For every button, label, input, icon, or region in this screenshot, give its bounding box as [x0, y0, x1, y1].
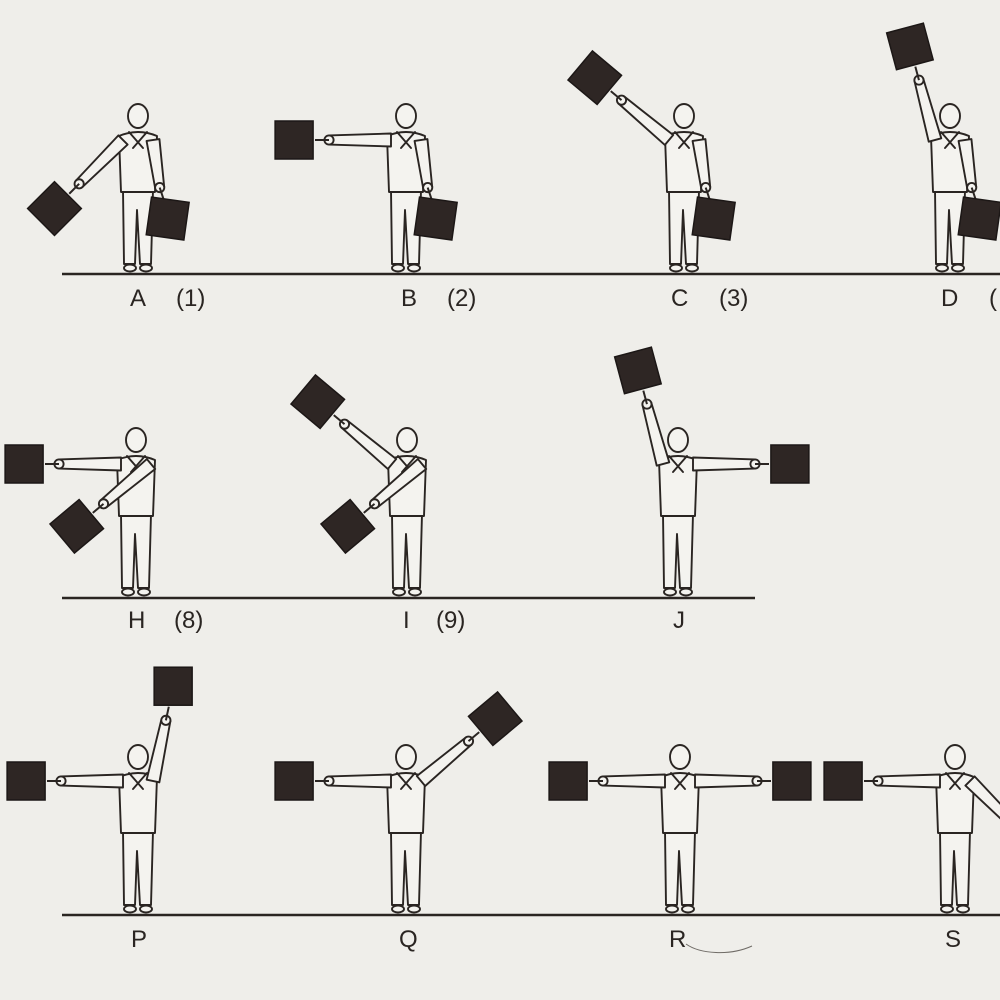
letter-label: P — [131, 926, 147, 953]
numeral-label: (1) — [176, 285, 205, 312]
flag-icon — [4, 444, 44, 484]
semaphore-figure-j — [613, 346, 810, 597]
semaphore-figure-p — [6, 666, 193, 914]
flag-icon — [274, 120, 314, 160]
numeral-label: (3) — [719, 285, 748, 312]
semaphore-figure-r — [548, 744, 812, 914]
flag-icon — [823, 761, 863, 801]
flag-icon — [467, 690, 524, 747]
semaphore-figure-i — [289, 373, 428, 597]
letter-label: A — [130, 285, 146, 312]
semaphore-figure-d — [885, 22, 1000, 273]
flag-icon — [274, 761, 314, 801]
pencil-mark — [685, 943, 753, 954]
letter-label: I — [403, 607, 410, 634]
letter-label: S — [945, 926, 961, 953]
flag-icon — [48, 498, 105, 555]
flag-icon — [770, 444, 810, 484]
flag-icon — [319, 498, 376, 555]
letter-label: D — [941, 285, 958, 312]
numeral-label: (2) — [447, 285, 476, 312]
letter-label: R — [669, 926, 686, 953]
flag-icon — [613, 346, 663, 395]
semaphore-figure-a — [26, 103, 190, 273]
numeral-label: (9) — [436, 607, 465, 634]
semaphore-figure-q — [274, 690, 524, 914]
semaphore-figure-s — [823, 744, 1000, 914]
numeral-label: ( — [989, 285, 997, 312]
flag-icon — [413, 196, 458, 241]
flag-icon — [885, 22, 935, 71]
letter-label: H — [128, 607, 145, 634]
letter-label: J — [673, 607, 685, 634]
flag-icon — [145, 196, 190, 241]
flag-icon — [26, 180, 83, 237]
flag-icon — [691, 196, 736, 241]
flag-icon — [566, 49, 623, 106]
flag-icon — [772, 761, 812, 801]
semaphore-figure-h — [4, 427, 157, 597]
semaphore-figure-c — [566, 49, 736, 273]
flag-icon — [957, 196, 1000, 241]
numeral-label: (8) — [174, 607, 203, 634]
flag-icon — [153, 666, 193, 706]
flag-icon — [289, 373, 346, 430]
letter-label: Q — [399, 926, 418, 953]
letter-label: B — [401, 285, 417, 312]
flag-icon — [6, 761, 46, 801]
flag-icon — [548, 761, 588, 801]
semaphore-figure-b — [274, 103, 458, 273]
letter-label: C — [671, 285, 688, 312]
